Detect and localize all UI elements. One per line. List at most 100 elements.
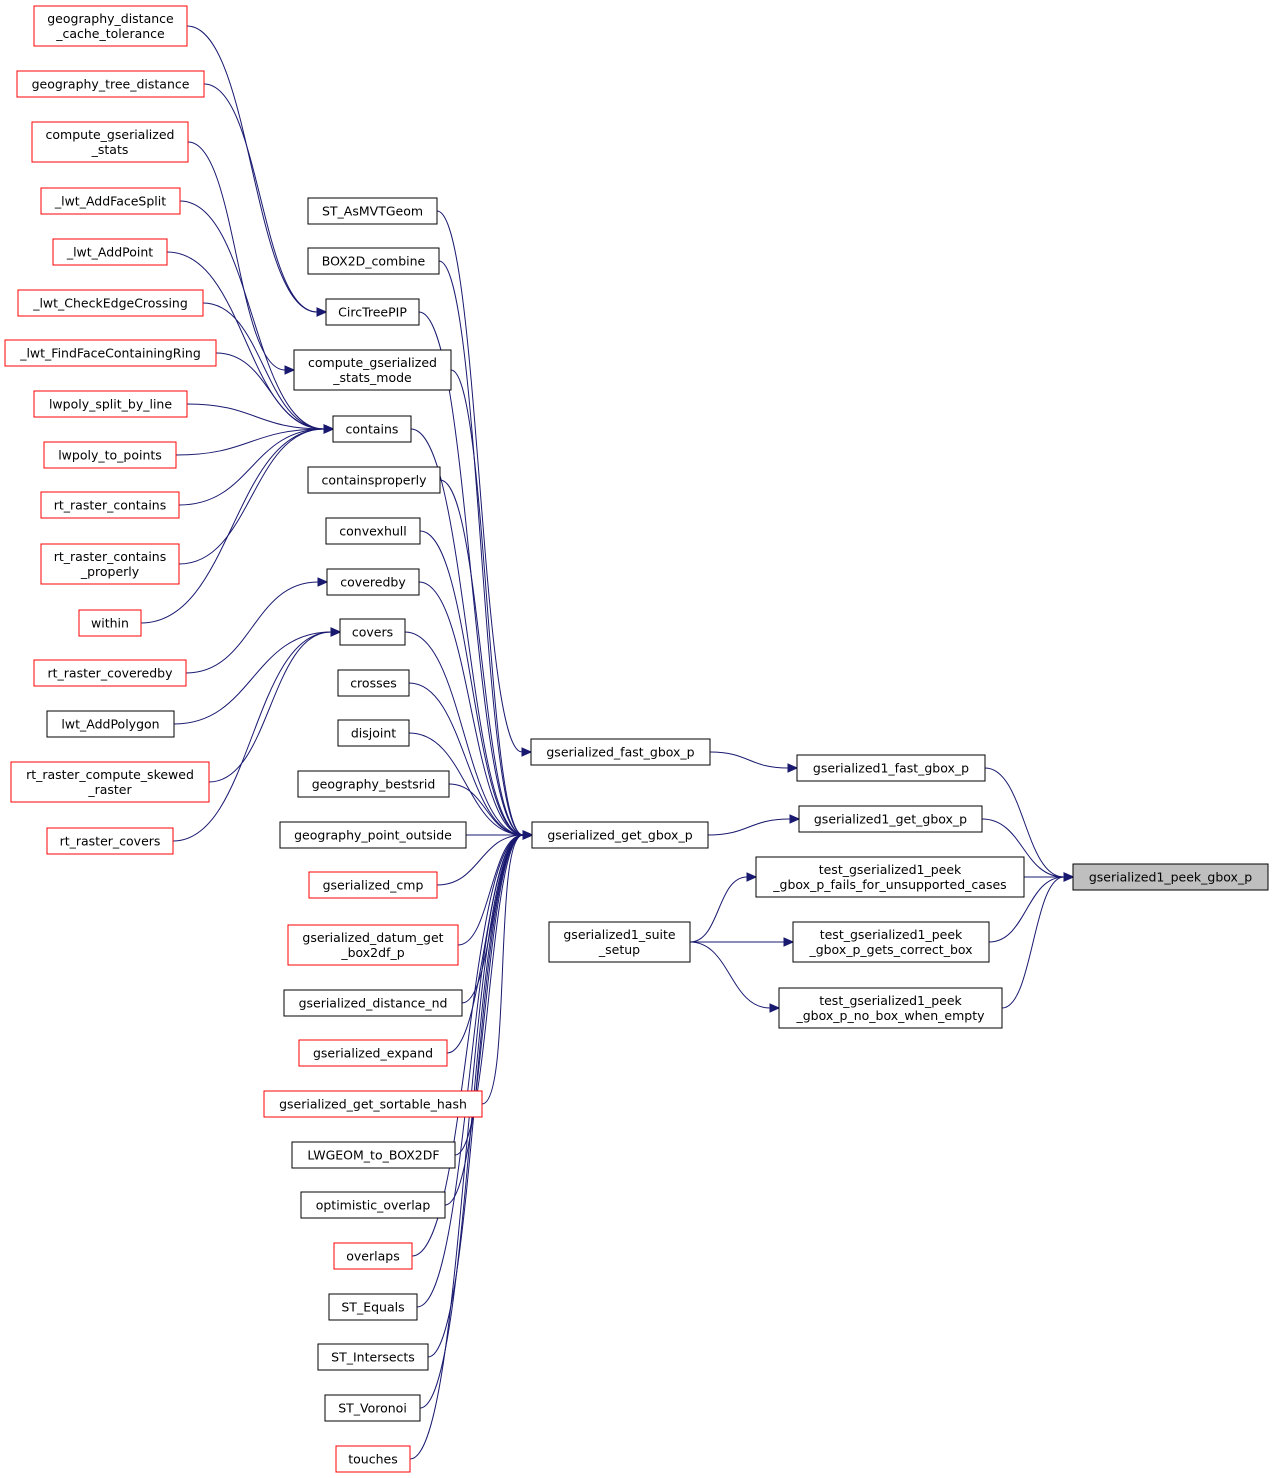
node-box[interactable]	[307, 466, 441, 494]
node-box[interactable]	[43, 441, 177, 469]
node-box2dcomb[interactable]: BOX2D_combine	[307, 247, 440, 275]
node-crosses[interactable]: crosses	[337, 669, 410, 697]
node-box[interactable]	[52, 238, 168, 266]
node-box[interactable]	[279, 821, 467, 849]
node-gcmp[interactable]: gserialized_cmp	[308, 871, 438, 899]
node-tfail[interactable]: test_gserialized1_peek_gbox_p_fails_for_…	[755, 856, 1025, 898]
node-gdatum[interactable]: gserialized_datum_get_box2df_p	[287, 924, 459, 966]
node-box[interactable]	[263, 1090, 483, 1118]
node-tnobox[interactable]: test_gserialized1_peek_gbox_p_no_box_whe…	[778, 987, 1003, 1029]
node-box[interactable]	[778, 987, 1003, 1029]
node-optoverlap[interactable]: optimistic_overlap	[300, 1191, 446, 1219]
node-box[interactable]	[46, 827, 174, 855]
node-box[interactable]	[337, 719, 410, 747]
node-rtcontains[interactable]: rt_raster_contains	[40, 491, 180, 519]
node-box[interactable]	[755, 856, 1025, 898]
node-contains[interactable]: contains	[332, 415, 412, 443]
node-box[interactable]	[332, 415, 412, 443]
node-gfast[interactable]: gserialized_fast_gbox_p	[530, 738, 711, 766]
node-gexpand[interactable]: gserialized_expand	[298, 1039, 448, 1067]
node-box[interactable]	[287, 924, 459, 966]
node-lwtfindface[interactable]: _lwt_FindFaceContainingRing	[4, 339, 217, 367]
node-geodistcache[interactable]: geography_distance_cache_tolerance	[33, 5, 188, 47]
node-geobestsrid[interactable]: geography_bestsrid	[297, 770, 450, 798]
node-geotreedist[interactable]: geography_tree_distance	[16, 70, 205, 98]
node-box[interactable]	[33, 390, 188, 418]
node-circtree[interactable]: CircTreePIP	[325, 298, 420, 326]
node-box[interactable]	[548, 921, 691, 963]
node-asmvt[interactable]: ST_AsMVTGeom	[307, 197, 438, 225]
node-box[interactable]	[337, 669, 410, 697]
node-stintersects[interactable]: ST_Intersects	[317, 1343, 429, 1371]
node-box[interactable]	[308, 871, 438, 899]
node-box[interactable]	[530, 738, 711, 766]
node-box[interactable]	[531, 821, 709, 849]
node-box[interactable]	[40, 187, 181, 215]
node-box[interactable]	[78, 609, 142, 637]
node-box[interactable]	[31, 121, 189, 163]
node-box[interactable]	[297, 770, 450, 798]
node-touches[interactable]: touches	[335, 1445, 411, 1473]
node-lwtaddpoint[interactable]: _lwt_AddPoint	[52, 238, 168, 266]
node-box[interactable]	[796, 754, 986, 782]
node-lwgeombox2df[interactable]: LWGEOM_to_BOX2DF	[291, 1141, 456, 1169]
node-compstats[interactable]: compute_gserialized_stats	[31, 121, 189, 163]
node-box[interactable]	[326, 568, 420, 596]
node-rtcontainsprop[interactable]: rt_raster_contains_properly	[40, 543, 180, 585]
node-geopointout[interactable]: geography_point_outside	[279, 821, 467, 849]
node-tcorrect[interactable]: test_gserialized1_peek_gbox_p_gets_corre…	[792, 921, 990, 963]
node-rtcoveredby[interactable]: rt_raster_coveredby	[33, 659, 187, 687]
node-box[interactable]	[325, 298, 420, 326]
node-box[interactable]	[291, 1141, 456, 1169]
node-box[interactable]	[46, 710, 175, 738]
node-overlaps[interactable]: overlaps	[333, 1242, 413, 1270]
node-root[interactable]: gserialized1_peek_gbox_p	[1072, 863, 1269, 891]
node-containsprop[interactable]: containsproperly	[307, 466, 441, 494]
node-box[interactable]	[792, 921, 990, 963]
node-convexhull[interactable]: convexhull	[325, 517, 421, 545]
node-box[interactable]	[307, 247, 440, 275]
node-box[interactable]	[33, 5, 188, 47]
node-gget[interactable]: gserialized_get_gbox_p	[531, 821, 709, 849]
node-g1get[interactable]: gserialized1_get_gbox_p	[798, 805, 983, 833]
node-box[interactable]	[317, 1343, 429, 1371]
node-lwtcheckedge[interactable]: _lwt_CheckEdgeCrossing	[17, 289, 204, 317]
node-compmode[interactable]: compute_gserialized_stats_mode	[293, 349, 452, 391]
node-box[interactable]	[1072, 863, 1269, 891]
node-gdistnd[interactable]: gserialized_distance_nd	[283, 989, 463, 1017]
node-rtcovers[interactable]: rt_raster_covers	[46, 827, 174, 855]
node-box[interactable]	[335, 1445, 411, 1473]
node-gsorthash[interactable]: gserialized_get_sortable_hash	[263, 1090, 483, 1118]
node-box[interactable]	[300, 1191, 446, 1219]
node-stvoronoi[interactable]: ST_Voronoi	[324, 1394, 421, 1422]
node-box[interactable]	[40, 543, 180, 585]
node-stequals[interactable]: ST_Equals	[328, 1293, 418, 1321]
node-box[interactable]	[328, 1293, 418, 1321]
node-box[interactable]	[325, 517, 421, 545]
node-rtskewed[interactable]: rt_raster_compute_skewed_raster	[10, 761, 210, 803]
node-within[interactable]: within	[78, 609, 142, 637]
node-covers[interactable]: covers	[339, 618, 406, 646]
node-box[interactable]	[293, 349, 452, 391]
node-lwpolysplit[interactable]: lwpoly_split_by_line	[33, 390, 188, 418]
node-g1fast[interactable]: gserialized1_fast_gbox_p	[796, 754, 986, 782]
node-box[interactable]	[333, 1242, 413, 1270]
node-coveredby[interactable]: coveredby	[326, 568, 420, 596]
node-box[interactable]	[33, 659, 187, 687]
node-box[interactable]	[798, 805, 983, 833]
node-box[interactable]	[17, 289, 204, 317]
node-box[interactable]	[283, 989, 463, 1017]
node-box[interactable]	[339, 618, 406, 646]
node-lwpolypoints[interactable]: lwpoly_to_points	[43, 441, 177, 469]
node-box[interactable]	[307, 197, 438, 225]
node-box[interactable]	[40, 491, 180, 519]
node-lwtaddpoly[interactable]: lwt_AddPolygon	[46, 710, 175, 738]
node-box[interactable]	[4, 339, 217, 367]
node-box[interactable]	[10, 761, 210, 803]
node-box[interactable]	[324, 1394, 421, 1422]
node-box[interactable]	[298, 1039, 448, 1067]
node-box[interactable]	[16, 70, 205, 98]
node-suite[interactable]: gserialized1_suite_setup	[548, 921, 691, 963]
node-disjoint[interactable]: disjoint	[337, 719, 410, 747]
node-lwtfacesplit[interactable]: _lwt_AddFaceSplit	[40, 187, 181, 215]
